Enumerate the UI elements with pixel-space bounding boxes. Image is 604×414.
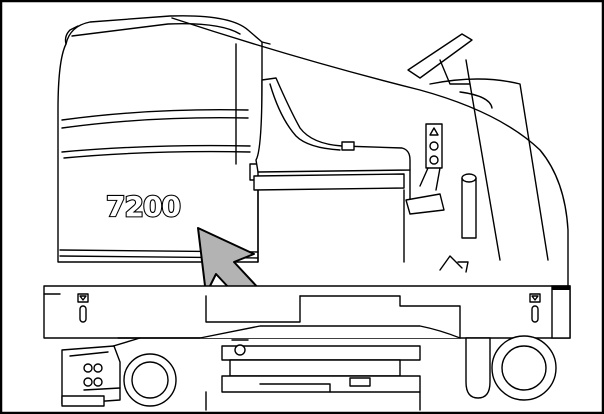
control-panel xyxy=(419,123,443,191)
scrub-deck xyxy=(99,295,461,411)
operator-seat xyxy=(255,77,411,173)
model-badge: 7200 xyxy=(105,189,183,224)
front-squeegee xyxy=(61,345,177,407)
steering-assembly xyxy=(407,33,549,261)
chassis-upper xyxy=(253,169,477,273)
key-switch xyxy=(429,155,439,165)
triangle-warning-icon xyxy=(429,127,439,136)
recovery-tank xyxy=(57,15,263,263)
top-cover xyxy=(171,17,569,291)
tie-down-icon xyxy=(77,293,89,323)
model-label: 7200 xyxy=(106,190,180,223)
switch-knob xyxy=(429,141,439,151)
tie-down-icon xyxy=(529,293,541,323)
rear-wheel-assembly xyxy=(465,335,557,401)
frame-rail xyxy=(43,285,571,339)
